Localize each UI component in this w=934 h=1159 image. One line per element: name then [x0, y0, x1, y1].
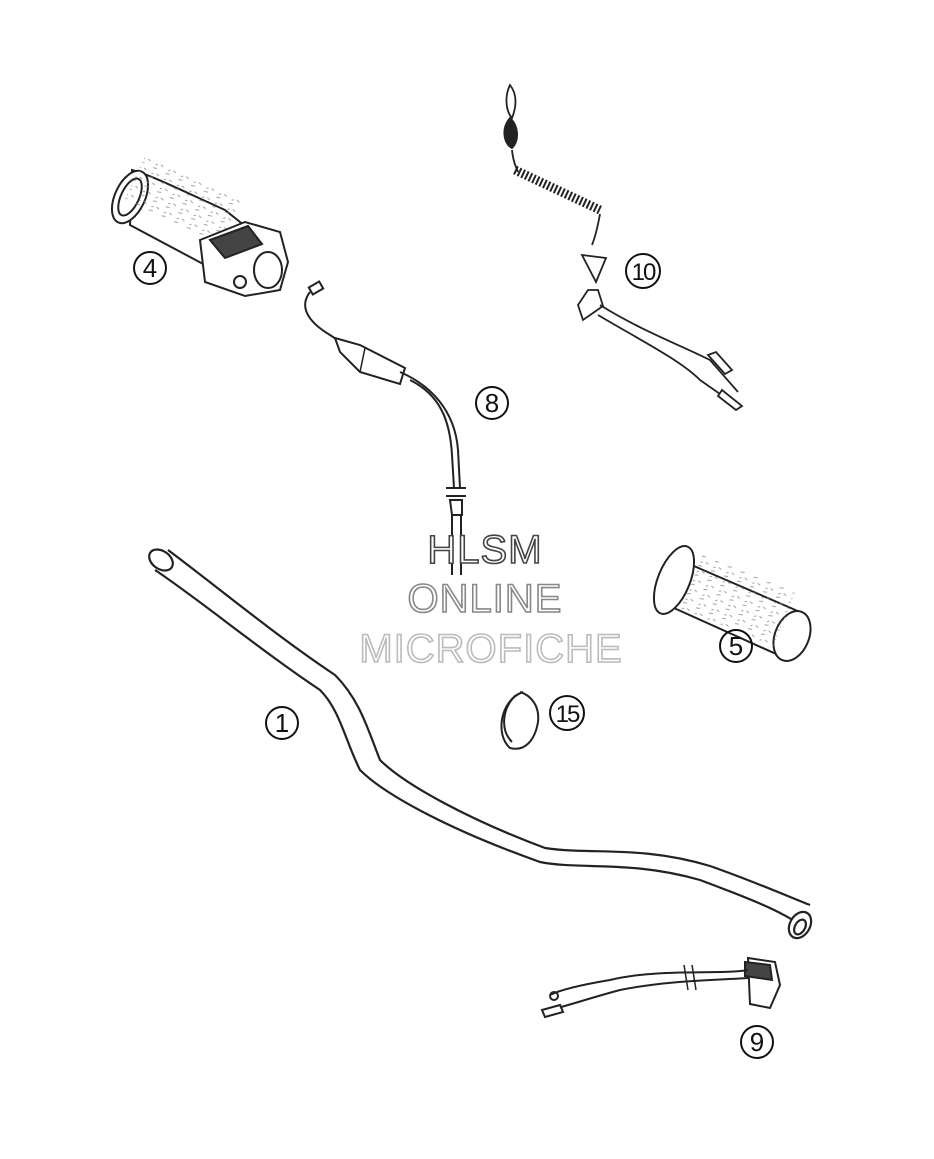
part-10-tether-kill-switch [503, 83, 744, 412]
callout-label: 8 [485, 388, 499, 418]
callout-label: 4 [143, 253, 157, 283]
callout-1: 1 [265, 706, 299, 740]
part-9-switch-wiring [540, 956, 782, 1019]
part-8-throttle-cable [304, 280, 466, 575]
watermark-line-1: HLSM [427, 528, 542, 572]
part-15-cable-tie [500, 691, 540, 750]
callout-8: 8 [475, 386, 509, 420]
callout-label: 10 [632, 259, 656, 286]
callout-label: 5 [729, 631, 743, 661]
callout-label: 15 [556, 701, 580, 728]
callout-4: 4 [133, 251, 167, 285]
callout-label: 9 [750, 1027, 764, 1057]
callout-10: 10 [625, 253, 661, 289]
watermark: HLSM ONLINE MICROFICHE [359, 527, 623, 672]
part-4-throttle-grip [110, 155, 290, 298]
part-1-handlebar [148, 548, 813, 940]
callout-15: 15 [549, 695, 585, 731]
callout-5: 5 [719, 629, 753, 663]
watermark-line-3: MICROFICHE [359, 627, 622, 671]
callout-label: 1 [275, 708, 289, 738]
part-5-left-grip [652, 545, 812, 662]
callout-9: 9 [740, 1025, 774, 1059]
watermark-line-2: ONLINE [408, 577, 563, 621]
